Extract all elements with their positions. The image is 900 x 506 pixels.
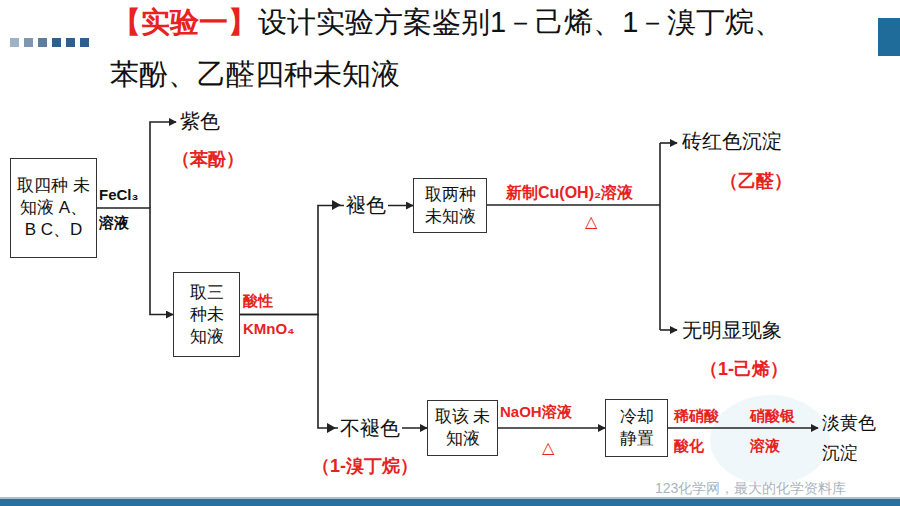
reagent-label: NaOH溶液 [500, 398, 572, 426]
result-arrow [668, 427, 818, 429]
box-text: 取两种 未知液 [420, 184, 480, 228]
branch-arrow [660, 142, 677, 144]
annotation-text: （乙醛） [720, 168, 792, 194]
flow-arrow [498, 427, 605, 429]
decor-square [80, 38, 89, 47]
box-text: 取三 种未 知液 [180, 282, 233, 348]
process-box: 取两种 未知液 [413, 178, 487, 233]
annotation-text: △ [542, 436, 554, 460]
branch-arrow [660, 329, 677, 331]
annotation-text: △ [585, 210, 597, 234]
reagent-label: FeCl₃溶液 [99, 181, 149, 237]
decor-blob [710, 395, 830, 485]
box-text: 取该 未知液 [434, 406, 491, 450]
decor-bar [878, 18, 900, 56]
process-box: 冷却 静置 [605, 399, 668, 457]
decor-bar [0, 499, 900, 506]
decor-square [38, 38, 47, 47]
annotation-text: （1-溴丁烷） [312, 453, 418, 479]
process-box: 取该 未知液 [427, 400, 498, 456]
annotation-text: 紫色 [180, 108, 220, 134]
decor-square [66, 38, 75, 47]
annotation-text: 不褪色 [338, 415, 402, 441]
annotation-text: 稀硝酸酸化 [674, 401, 724, 461]
process-box: 取四种 未知液 A、B C、D [10, 158, 97, 258]
annotation-text: 【实验一】 [112, 0, 257, 48]
annotation-text: （苯酚） [172, 146, 244, 172]
annotation-text: （1-己烯） [700, 356, 788, 382]
decor-square [10, 38, 19, 47]
process-box: 取三 种未 知液 [173, 272, 240, 357]
annotation-text: 新制Cu(OH)₂溶液 [506, 181, 633, 205]
annotation-text: 硝酸银溶液 [750, 401, 800, 461]
reagent-label: 酸性KMnO₄ [243, 287, 299, 343]
box-text: 冷却 静置 [612, 406, 661, 450]
decor-line [0, 497, 900, 499]
branch-line [487, 204, 660, 206]
annotation-text: 褪色 [344, 192, 388, 218]
watermark: 123化学网，最大的化学资料库 [655, 478, 846, 498]
annotation-text: 无明显现象 [682, 317, 782, 343]
annotation-text: 砖红色沉淀 [682, 128, 782, 154]
annotation-text: 淡黄色沉淀 [822, 408, 880, 468]
decor-square [24, 38, 33, 47]
branch-line [659, 143, 661, 330]
decor-square [52, 38, 61, 47]
box-text: 取四种 未知液 A、B C、D [17, 175, 90, 241]
